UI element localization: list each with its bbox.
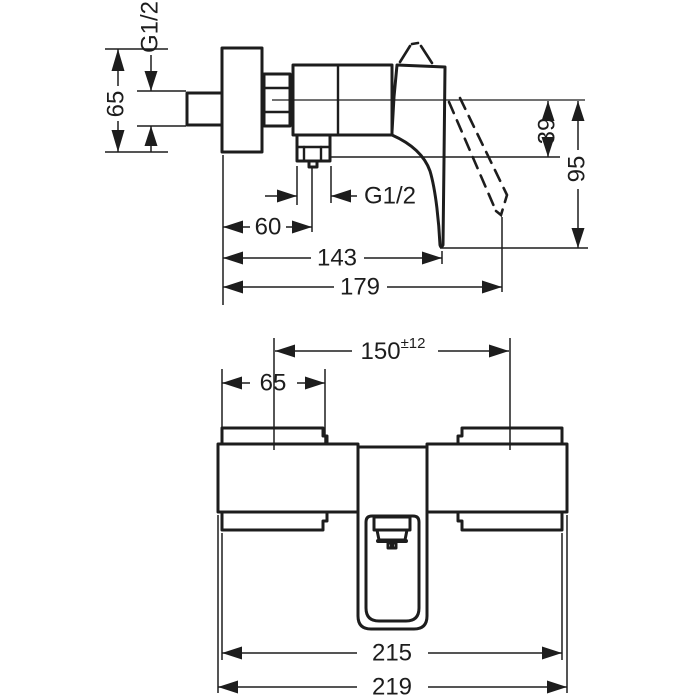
- outlet-nut-front: [375, 528, 409, 542]
- right-escutcheon-bottom: [456, 510, 564, 532]
- dim-overall-depth: 179: [223, 217, 503, 301]
- dim-overall-width: 219: [217, 515, 568, 700]
- outlet-flange-front: [372, 515, 412, 532]
- dim-inlet-thread: G1/2: [137, 1, 186, 152]
- body-bar-left: [216, 442, 360, 514]
- left-escutcheon-bottom: [220, 510, 329, 532]
- dim-label-179: 179: [340, 274, 380, 301]
- dim-tolerance: ±12: [401, 335, 426, 352]
- front-view: 150±12 65 215: [216, 335, 569, 700]
- arrowhead-left: [223, 280, 243, 294]
- dim-outlet-thread: G1/2: [265, 166, 416, 210]
- arrowhead-up: [541, 101, 555, 121]
- dim-value-150: 150: [361, 338, 401, 365]
- lever-handle-side: [390, 63, 447, 249]
- arrowhead-left: [223, 220, 243, 234]
- dim-inner-width: 215: [221, 533, 563, 667]
- dim-label-60: 60: [255, 214, 282, 241]
- arrowhead-right: [422, 251, 442, 265]
- handle-raised-dashes: [398, 41, 434, 65]
- dim-plate-height: 65: [103, 48, 168, 153]
- outlet-thread-label: G1/2: [364, 183, 416, 210]
- dim-outlet-offset: 60: [222, 155, 313, 305]
- arrowhead-right: [547, 680, 567, 694]
- arrowhead-down: [111, 130, 125, 152]
- dim-depth-handle: 143: [223, 245, 443, 272]
- dim-label-143: 143: [317, 245, 357, 272]
- dim-label-219: 219: [372, 674, 412, 700]
- arrowhead-right: [542, 646, 562, 660]
- arrowhead-down: [144, 71, 158, 91]
- dim-label-95: 95: [564, 156, 591, 183]
- arrowhead-left: [223, 251, 243, 265]
- dim-label-65-width: 65: [260, 370, 287, 397]
- arrowhead-right: [489, 344, 509, 358]
- arrowhead-up: [571, 101, 585, 121]
- outlet-stub-bore: [390, 544, 394, 547]
- dim-connection-distance: 150±12: [273, 335, 511, 450]
- arrowhead-up: [111, 49, 125, 71]
- dim-center-outlet: 39: [330, 101, 561, 158]
- dim-label-150: 150±12: [361, 335, 426, 365]
- wall-escutcheon-side: [220, 46, 264, 154]
- arrowhead-down: [571, 228, 585, 248]
- side-view: 65 G1/2 G1/2: [103, 1, 591, 305]
- dim-center-handle-end: 95: [440, 101, 591, 249]
- arrowhead-left: [275, 344, 295, 358]
- dim-label-215: 215: [372, 640, 412, 667]
- arrowhead-right: [482, 280, 502, 294]
- body-bar-right: [425, 442, 569, 514]
- inlet-thread-label: G1/2: [137, 1, 164, 53]
- arrowhead-left: [331, 189, 351, 203]
- arrowhead-left: [218, 680, 238, 694]
- dim-label-39: 39: [534, 118, 561, 145]
- inlet-pipe: [185, 91, 224, 127]
- arrowhead-left: [222, 646, 242, 660]
- arrowhead-right: [277, 189, 297, 203]
- arrowhead-left: [222, 376, 242, 390]
- outlet-stub: [307, 159, 319, 169]
- dim-label-65-height: 65: [103, 91, 130, 118]
- arrowhead-right: [305, 376, 325, 390]
- arrowhead-up: [144, 126, 158, 146]
- arrowhead-down: [541, 137, 555, 157]
- arrowhead-right: [292, 220, 312, 234]
- dim-plate-width: 65: [221, 369, 326, 443]
